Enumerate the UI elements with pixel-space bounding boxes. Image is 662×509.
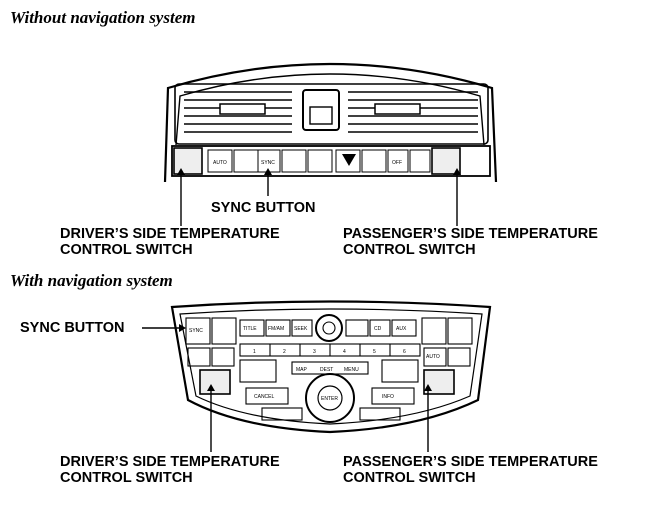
passenger-temp-callout-top: PASSENGER’S SIDE TEMPERATURE CONTROL SWI… [343,226,598,258]
power-volume-knob [315,314,343,342]
info-button-label: INFO [382,394,394,400]
driver-temp-callout-top: DRIVER’S SIDE TEMPERATURE CONTROL SWITCH [60,226,280,258]
driver-temp-callout-nav-line2: CONTROL SWITCH [60,470,193,486]
preset-6-label: 6 [403,349,406,355]
auto-button-label-top: AUTO [213,160,227,166]
driver-temp-callout-nav-line1: DRIVER’S SIDE TEMPERATURE [60,454,280,470]
sync-button-label-top: SYNC [261,160,275,166]
sync-button-label-nav: SYNC [189,328,203,334]
preset-3-label: 3 [313,349,316,355]
panel-with-nav [142,300,492,452]
fm-am-button-label: FM/AM [268,326,284,332]
menu-button-label: MENU [344,367,359,373]
driver-temp-callout-top-line1: DRIVER’S SIDE TEMPERATURE [60,226,280,242]
preset-1-label: 1 [253,349,256,355]
auto-button-label-nav: AUTO [426,354,440,360]
preset-4-label: 4 [343,349,346,355]
title-button-label: TITLE [243,326,257,332]
map-button-label: MAP [296,367,308,373]
preset-2-label: 2 [283,349,286,355]
sync-button-callout-top: SYNC BUTTON [211,200,316,216]
driver-temp-callout-top-line2: CONTROL SWITCH [60,242,193,258]
passenger-temp-callout-nav: PASSENGER’S SIDE TEMPERATURE CONTROL SWI… [343,454,598,486]
passenger-temp-callout-top-line1: PASSENGER’S SIDE TEMPERATURE [343,226,598,242]
driver-temp-switch [173,147,203,175]
enter-button-label: ENTER [321,396,338,402]
right-air-vent [348,91,478,133]
heading-with-nav: With navigation system [10,271,173,290]
interface-dial [305,373,355,423]
seek-button-label: SEEK [294,326,308,332]
sync-button-callout-nav: SYNC BUTTON [20,320,125,336]
hazard-button [302,89,340,131]
passenger-temp-callout-top-line2: CONTROL SWITCH [343,242,476,258]
panel-without-nav [163,62,498,226]
dest-button-label: DEST [320,367,333,373]
preset-5-label: 5 [373,349,376,355]
cd-button-label: CD [374,326,382,332]
aux-button-label: AUX [396,326,407,332]
off-button-label-top: OFF [392,160,402,166]
passenger-temp-callout-nav-line2: CONTROL SWITCH [343,470,476,486]
passenger-temp-callout-nav-line1: PASSENGER’S SIDE TEMPERATURE [343,454,598,470]
driver-temp-switch-nav [199,369,231,395]
driver-temp-callout-nav: DRIVER’S SIDE TEMPERATURE CONTROL SWITCH [60,454,280,486]
left-air-vent [184,91,292,133]
cancel-button-label: CANCEL [254,394,275,400]
heading-without-nav: Without navigation system [10,8,196,27]
passenger-temp-switch [431,147,461,175]
